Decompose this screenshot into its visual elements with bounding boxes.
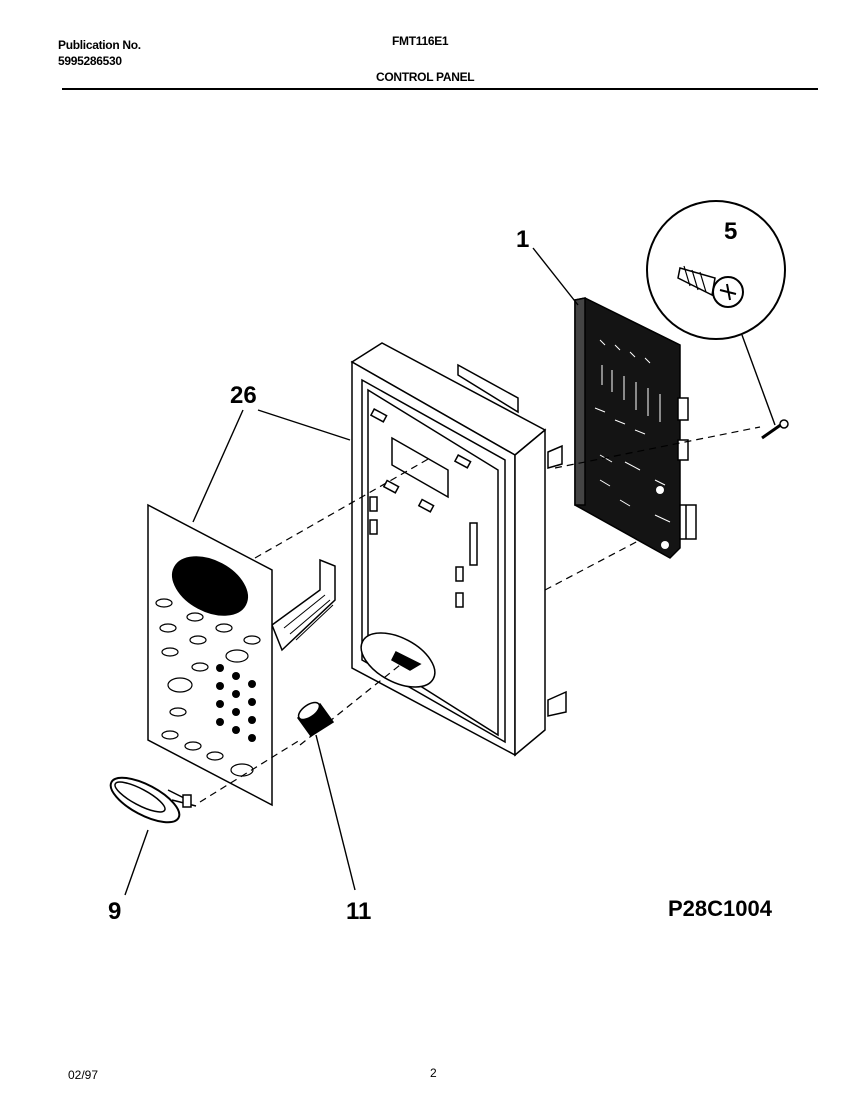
- model-number: FMT116E1: [392, 34, 449, 48]
- footer-date: 02/97: [68, 1068, 99, 1082]
- publication-label: Publication No.: [58, 38, 141, 52]
- part-5-screw: [646, 200, 789, 440]
- callout-11: 11: [346, 898, 372, 925]
- callout-9: 9: [108, 898, 122, 925]
- callout-1: 1: [516, 226, 530, 253]
- page-number: 2: [430, 1066, 437, 1080]
- part-26-keypad-overlay: [147, 503, 336, 807]
- leader-lines: [124, 247, 776, 896]
- part-1-circuit-board: [574, 297, 697, 559]
- section-title: CONTROL PANEL: [376, 70, 475, 84]
- control-panel-housing: [350, 342, 567, 757]
- callout-26: 26: [230, 382, 257, 409]
- part-11-knob-shaft: [296, 701, 335, 738]
- part-9-knob: [109, 776, 197, 824]
- publication-number: 5995286530: [58, 54, 122, 68]
- callout-5: 5: [724, 218, 738, 245]
- assembly-lines: [199, 426, 761, 803]
- header-rule: [62, 88, 818, 90]
- diagram-code: P28C1004: [668, 896, 772, 921]
